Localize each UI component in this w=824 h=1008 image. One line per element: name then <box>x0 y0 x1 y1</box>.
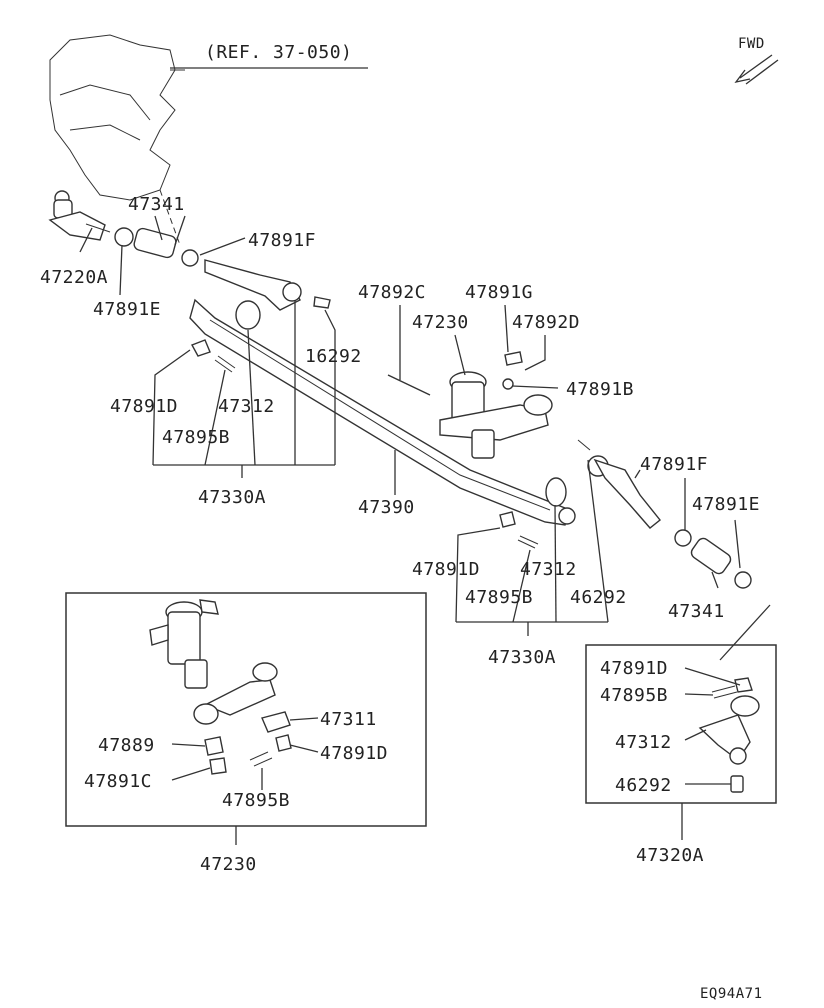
label-47891d-rbox: 47891D <box>600 658 668 679</box>
label-47330a-left: 47330A <box>198 487 266 508</box>
label-47390: 47390 <box>358 497 415 518</box>
label-46292-rbox: 46292 <box>615 775 672 796</box>
pin-left <box>214 355 236 373</box>
label-47312-left: 47312 <box>218 396 275 417</box>
label-47220a: 47220A <box>40 267 108 288</box>
leader-lines-right-center <box>455 459 771 661</box>
adjusting-sleeve-right <box>674 529 752 589</box>
label-46292: 46292 <box>570 587 627 608</box>
label-47892d: 47892D <box>512 312 580 333</box>
label-47891d-left: 47891D <box>110 396 178 417</box>
label-47895b-rbox: 47895B <box>600 685 668 706</box>
label-47895b-box: 47895B <box>222 790 290 811</box>
washer-left <box>235 300 261 330</box>
label-47891e-left: 47891E <box>93 299 161 320</box>
label-47891e-right: 47891E <box>692 494 760 515</box>
idler-arm-assembly <box>387 351 553 459</box>
label-47891f-right: 47891F <box>640 454 708 475</box>
label-47341-left: 47341 <box>128 194 185 215</box>
tie-rod-end-left <box>48 190 111 241</box>
idler-arm-detail-box <box>65 592 427 827</box>
forward-arrow-icon: FWD <box>734 36 779 85</box>
image-code: EQ94A71 <box>700 986 763 1002</box>
label-47330a-mid: 47330A <box>488 647 556 668</box>
leader-lines-left <box>79 215 336 478</box>
tie-rod-end-detail <box>684 667 760 793</box>
label-47891b: 47891B <box>566 379 634 400</box>
tie-rod-left <box>204 259 302 311</box>
label-47891d-box: 47891D <box>320 743 388 764</box>
label-47230-box: 47230 <box>200 854 257 875</box>
tie-rod-end-detail-box <box>585 644 777 804</box>
label-47889: 47889 <box>98 735 155 756</box>
label-47891c: 47891C <box>84 771 152 792</box>
center-link <box>189 298 571 526</box>
label-47341-right: 47341 <box>668 601 725 622</box>
label-47312-rbox: 47312 <box>615 732 672 753</box>
label-47320a: 47320A <box>636 845 704 866</box>
label-47312-mid: 47312 <box>520 559 577 580</box>
label-47895b-mid: 47895B <box>465 587 533 608</box>
part-labels: 47341 47891F 47220A 47891E 47892C 47891G… <box>40 194 760 875</box>
nut-16292 <box>313 296 331 309</box>
tie-rod-right <box>499 439 661 549</box>
label-47891g: 47891G <box>465 282 533 303</box>
leader-lines-center <box>394 304 559 495</box>
label-47891d-mid: 47891D <box>412 559 480 580</box>
clip-left <box>191 339 211 357</box>
steering-gear-outline <box>49 34 185 246</box>
label-47895b-left: 47895B <box>162 427 230 448</box>
ref-label: (REF. 37-050) <box>205 42 352 63</box>
idler-arm-detail <box>149 599 319 790</box>
label-47891f-left: 47891F <box>248 230 316 251</box>
label-16292: 16292 <box>305 346 362 367</box>
label-47230-top: 47230 <box>412 312 469 333</box>
label-47892c: 47892C <box>358 282 426 303</box>
label-47311: 47311 <box>320 709 377 730</box>
adjusting-sleeve-left <box>114 227 199 267</box>
fwd-label: FWD <box>738 36 765 52</box>
